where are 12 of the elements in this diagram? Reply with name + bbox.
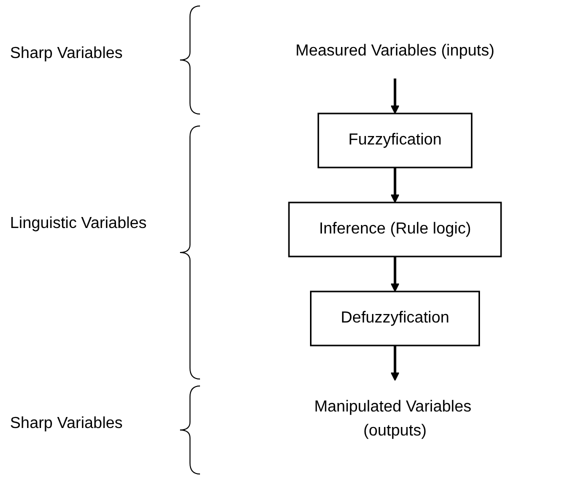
- group-label: Linguistic Variables: [10, 215, 148, 233]
- node-box: Fuzzyfication: [318, 112, 472, 168]
- node-box: Inference (Rule logic): [288, 202, 502, 258]
- arrow: [390, 168, 400, 203]
- node-text: Measured Variables (inputs): [296, 42, 494, 60]
- arrow: [390, 256, 400, 292]
- arrow: [390, 346, 400, 381]
- node-box: Defuzzyfication: [310, 290, 480, 346]
- group-label: Sharp Variables: [10, 415, 124, 433]
- node-text: Manipulated Variables (outputs): [314, 398, 472, 440]
- group-label: Sharp Variables: [10, 45, 124, 63]
- arrow: [390, 78, 400, 114]
